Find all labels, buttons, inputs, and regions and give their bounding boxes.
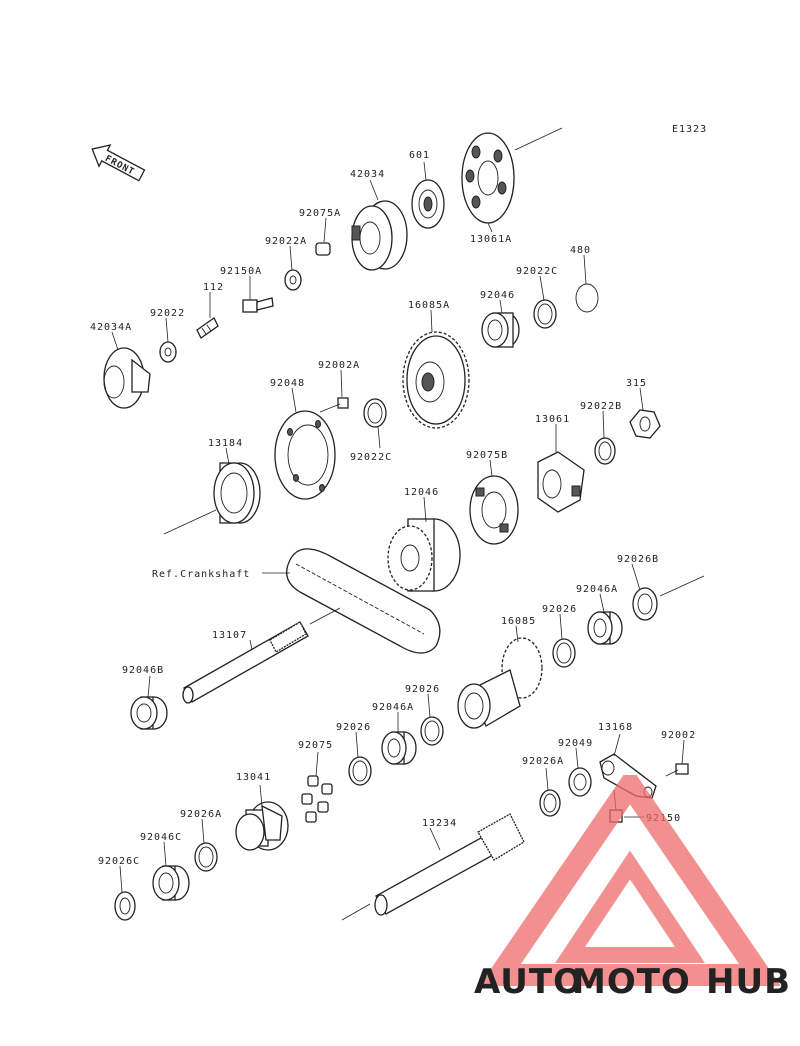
part-92026-left [348, 731, 372, 786]
part-92049 [568, 747, 592, 797]
part-92046A-middle [381, 712, 417, 765]
part-315 [629, 387, 661, 439]
label-13184: 13184 [208, 438, 243, 449]
part-13041 [235, 784, 289, 851]
label-16085A: 16085A [408, 300, 450, 311]
label-92049: 92049 [558, 738, 593, 749]
part-16085A [402, 309, 470, 429]
part-112 [196, 292, 219, 339]
part-92046A-right [587, 593, 623, 645]
label-42034: 42034 [350, 169, 385, 180]
watermark-word-auto: AUTO [474, 962, 583, 1002]
part-92022 [159, 317, 177, 363]
part-13061 [537, 424, 585, 513]
part-13107 [182, 607, 341, 704]
label-92002: 92002 [661, 730, 696, 741]
part-92026-middle [420, 693, 444, 746]
drive-chain [286, 548, 441, 654]
part-92022C-mid [363, 398, 387, 449]
label-92046C: 92046C [140, 832, 182, 843]
label-92022C-mid: 92022C [350, 452, 392, 463]
part-92046 [481, 299, 520, 348]
label-92046B: 92046B [122, 665, 164, 676]
part-92022B [594, 410, 616, 465]
label-601: 601 [409, 150, 430, 161]
label-92026-right: 92026 [542, 604, 577, 615]
front-arrow-icon: FRONT [91, 144, 146, 182]
label-480: 480 [570, 245, 591, 256]
label-42034A: 42034A [90, 322, 132, 333]
part-13234 [341, 813, 525, 921]
label-315: 315 [626, 378, 647, 389]
label-12046: 12046 [404, 487, 439, 498]
part-92002A [319, 369, 349, 413]
part-92046C [152, 841, 190, 901]
part-42034A [103, 331, 151, 409]
label-92075A: 92075A [299, 208, 341, 219]
label-92022C-top: 92022C [516, 266, 558, 277]
part-92026C [114, 865, 136, 921]
label-92075: 92075 [298, 740, 333, 751]
label-92026A-right: 92026A [522, 756, 564, 767]
label-13061A: 13061A [470, 234, 512, 245]
label-112: 112 [203, 282, 224, 293]
part-12046 [387, 496, 461, 592]
part-92150A [242, 276, 274, 313]
label-92022B: 92022B [580, 401, 622, 412]
label-13107: 13107 [212, 630, 247, 641]
label-92026A-left: 92026A [180, 809, 222, 820]
part-480 [575, 254, 599, 313]
part-92046B [130, 675, 168, 730]
part-92026-right [552, 613, 576, 668]
label-92026-left: 92026 [336, 722, 371, 733]
part-92026B [631, 563, 705, 621]
part-601 [411, 161, 445, 229]
part-16085 [457, 625, 543, 729]
part-13061A [461, 127, 563, 233]
watermark-word-moto: MOTO [572, 962, 691, 1002]
label-92026C: 92026C [98, 856, 140, 867]
watermark-logo: AUTO MOTO HUB [474, 775, 791, 1002]
label-92046: 92046 [480, 290, 515, 301]
part-42034 [351, 179, 408, 271]
part-13184 [163, 447, 261, 535]
part-92048 [274, 387, 336, 500]
part-92075B [469, 459, 519, 545]
label-92075B: 92075B [466, 450, 508, 461]
label-92150A: 92150A [220, 266, 262, 277]
ref-crankshaft-label: Ref.Crankshaft [152, 569, 250, 580]
part-92022C-top [533, 275, 557, 329]
watermark-triangle-icon [479, 775, 781, 986]
part-92002 [665, 739, 689, 777]
label-16085: 16085 [501, 616, 536, 627]
label-13168: 13168 [598, 722, 633, 733]
label-92046A-middle: 92046A [372, 702, 414, 713]
label-92046A-right: 92046A [576, 584, 618, 595]
part-92022A [284, 245, 302, 291]
watermark-word-hub: HUB [706, 962, 791, 1002]
label-13041: 13041 [236, 772, 271, 783]
label-13234: 13234 [422, 818, 457, 829]
label-92022: 92022 [150, 308, 185, 319]
diagram-code: E1323 [672, 124, 707, 135]
part-92026A-left [194, 818, 218, 872]
label-92048: 92048 [270, 378, 305, 389]
label-92026B: 92026B [617, 554, 659, 565]
label-92022A: 92022A [265, 236, 307, 247]
label-92002A: 92002A [318, 360, 360, 371]
part-92075A [315, 217, 331, 256]
part-92026A-right [539, 767, 561, 817]
label-92026-middle: 92026 [405, 684, 440, 695]
label-13061: 13061 [535, 414, 570, 425]
part-92075 [301, 751, 333, 823]
